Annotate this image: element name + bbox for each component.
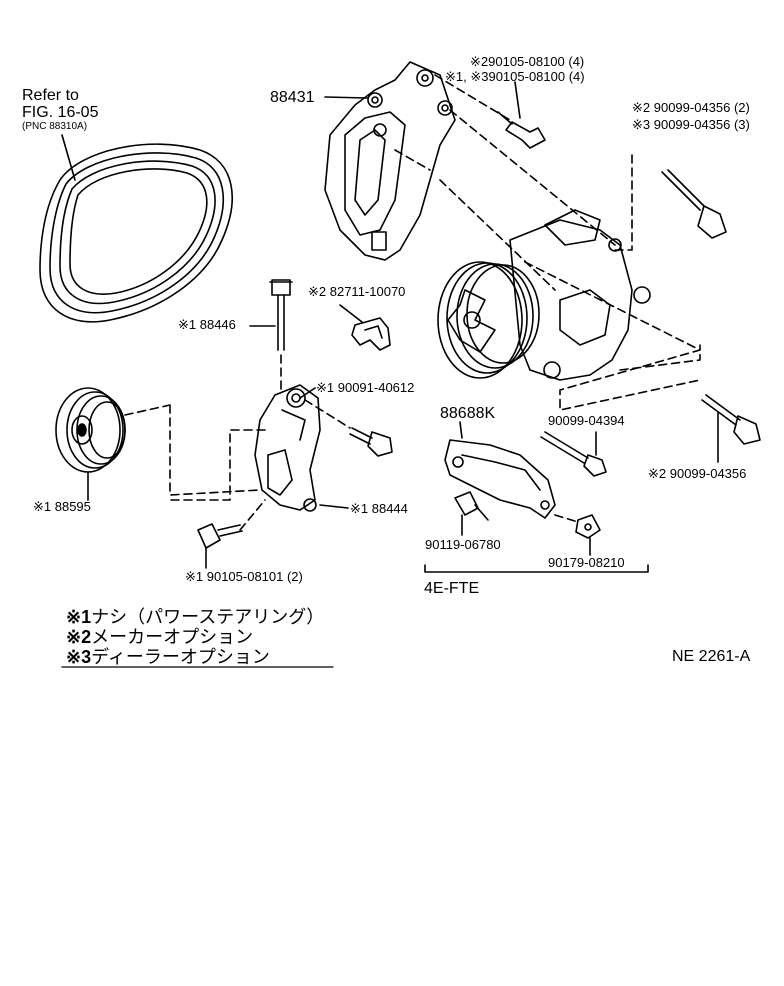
label-90099-lower: ※2 90099-04356: [648, 466, 747, 481]
refer-label-line1: Refer to: [22, 87, 79, 104]
label-88688k: 88688K: [440, 405, 496, 422]
label-390099: ※3 90099-04356 (3): [632, 117, 750, 132]
adjusting-bolt: [269, 279, 293, 351]
label-82711: ※2 82711-10070: [308, 284, 406, 299]
bracket-leader: [324, 96, 368, 99]
engine-bracket-line: [424, 564, 649, 573]
label-88444: ※1 88444: [350, 501, 408, 516]
refer-label-line2: FIG. 16-05: [22, 104, 99, 121]
idler-bracket: [254, 384, 321, 512]
bolt-upper: [497, 111, 546, 149]
belt-leader: [61, 134, 76, 181]
label-90179: 90179-08210: [548, 555, 625, 570]
label-90105-08101: ※1 90105-08101 (2): [185, 569, 303, 584]
bolt-90105-08101: [197, 523, 243, 549]
note-1-mark: ※1: [66, 607, 92, 627]
label-90091: ※1 90091-40612: [316, 380, 415, 395]
bolt-90091: [349, 427, 393, 457]
note-2: ※2メーカーオプション: [66, 627, 253, 647]
label-90119: 90119-06780: [425, 537, 501, 552]
wire-clip: [351, 317, 391, 351]
note-1-text: ナシ（パワーステアリング）: [91, 607, 325, 627]
idler-pulley: [55, 387, 126, 473]
note-3-text: ディーラーオプション: [91, 647, 270, 667]
label-88446: ※1 88446: [178, 317, 236, 332]
long-bolt-upper: [661, 169, 727, 239]
label-88431: 88431: [270, 89, 315, 106]
label-engine: 4E-FTE: [424, 580, 480, 597]
ac-compressor: [437, 209, 651, 381]
label-90099-04394: 90099-04394: [548, 413, 625, 428]
refer-label-line3: (PNC 88310A): [22, 121, 88, 132]
note-1: ※1ナシ（パワーステアリング）: [66, 607, 324, 627]
figure-code: NE 2261-A: [672, 648, 751, 665]
label-390105: ※1, ※390105-08100 (4): [445, 69, 585, 84]
nut-90179: [575, 514, 601, 539]
compressor-bracket: [324, 61, 456, 261]
note-3: ※3ディーラーオプション: [66, 647, 270, 667]
stud-bolt: [540, 431, 607, 477]
bolt-90119: [454, 491, 489, 521]
note-2-text: メーカーオプション: [91, 627, 254, 647]
long-bolt-lower: [701, 394, 761, 445]
label-290105: ※290105-08100 (4): [470, 54, 585, 69]
drive-belt: [39, 143, 233, 323]
label-290099: ※2 90099-04356 (2): [632, 100, 750, 115]
label-88595: ※1 88595: [33, 499, 91, 514]
note-2-mark: ※2: [66, 627, 92, 647]
note-3-mark: ※3: [66, 647, 92, 667]
cover-plate: [444, 439, 556, 519]
